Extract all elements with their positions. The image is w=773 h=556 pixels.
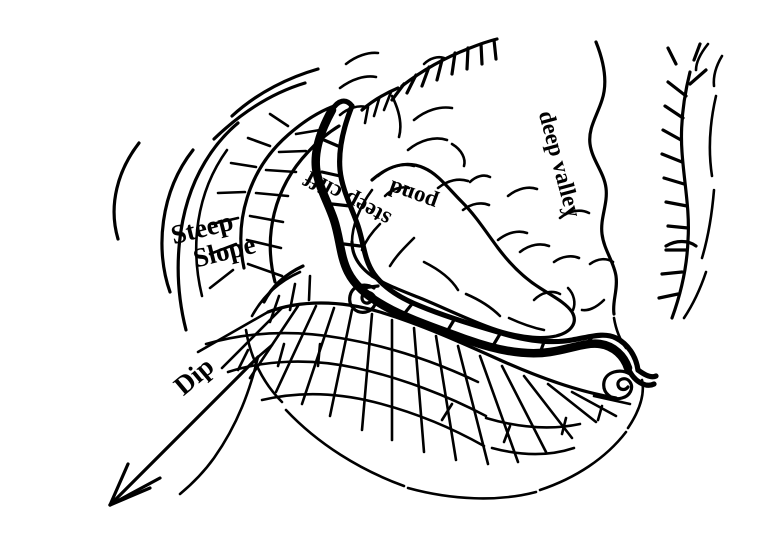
misc-strokes xyxy=(422,55,562,302)
contour-ring-steep-slope xyxy=(194,103,341,298)
valley-line xyxy=(588,40,628,350)
dip-arrow xyxy=(108,343,274,507)
contour-belt-mid-left xyxy=(250,264,312,324)
hachures-top-centre xyxy=(360,37,499,139)
swirl-symbol-upper xyxy=(348,283,378,314)
pond-outline xyxy=(350,162,576,340)
contour-arcs-upper-left xyxy=(112,67,320,332)
swirl-symbol-lower xyxy=(602,369,634,401)
hachure-fan-lower xyxy=(196,301,645,500)
hachure-ticks-upper-left xyxy=(208,112,322,290)
stream-channel xyxy=(311,98,659,388)
escarpment-right-edge xyxy=(657,42,724,320)
